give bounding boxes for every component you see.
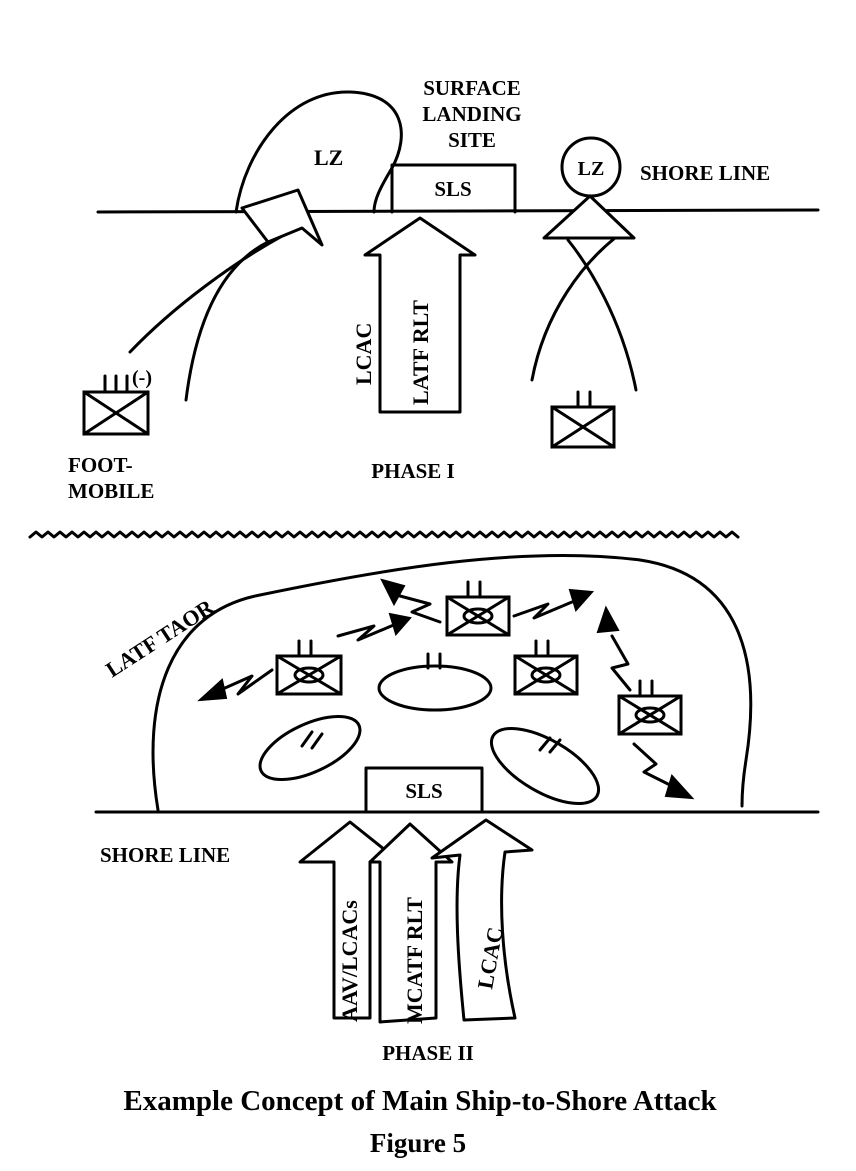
sls-box-phase-1 [390, 163, 517, 214]
crossing-arrows-to-lz [530, 194, 638, 392]
lz-large-area [234, 90, 403, 214]
zigzag-arrow-top-right [512, 588, 595, 620]
figure-number: Figure 5 [370, 1128, 466, 1158]
phase-2-label: PHASE II [382, 1041, 474, 1065]
right-unit-symbol-phase-1 [550, 390, 616, 449]
shore-line-label-phase-2: SHORE LINE [100, 843, 230, 867]
latf-taor-boundary [151, 553, 753, 812]
latf-taor-label: LATF TAOR [101, 593, 219, 682]
surface-landing-site-line2: LANDING [422, 102, 521, 126]
phase-divider-wavy-line [28, 530, 740, 539]
unit-symbol-center-right [513, 639, 579, 696]
reduced-marker: (-) [132, 367, 152, 389]
mcatf-rlt-arrow: MCATF RLT [368, 822, 454, 1024]
lz-small-label: LZ [578, 158, 605, 180]
foot-mobile-arrow [128, 188, 324, 402]
aav-lcacs-label: AAV/LCACs [337, 900, 362, 1022]
lcac-label-phase-1: LCAC [351, 323, 376, 385]
phase-2-panel: LATF TAOR SHORE LINE SLS [94, 553, 820, 1065]
objective-ellipse-left [258, 714, 362, 782]
unit-symbol-top [445, 580, 511, 637]
phase-1-label: PHASE I [371, 459, 454, 483]
foot-mobile-label-line1: FOOT- [68, 453, 133, 477]
lz-large-label: LZ [314, 145, 343, 170]
sls-label-phase-2: SLS [405, 779, 442, 803]
surface-landing-site-line1: SURFACE [423, 76, 521, 100]
unit-symbol-left [275, 639, 343, 696]
foot-mobile-unit-symbol: (-) [82, 367, 152, 436]
figure-caption-title: Example Concept of Main Ship-to-Shore At… [123, 1085, 717, 1117]
zigzag-arrow-top-center [380, 578, 442, 624]
shore-line-label-phase-1: SHORE LINE [640, 161, 770, 185]
foot-mobile-label-line2: MOBILE [68, 479, 154, 503]
objective-ellipse-center [377, 652, 493, 712]
phase-1-panel: LZ SURFACE LANDING SITE SLS LZ SHORE LIN… [68, 76, 820, 503]
unit-symbol-right [617, 679, 683, 736]
zigzag-arrow-right-down [632, 742, 695, 800]
latf-rlt-label-phase-1: LATF RLT [408, 300, 433, 405]
objective-ellipse-right [489, 726, 601, 806]
surface-landing-site-line3: SITE [448, 128, 496, 152]
phase-1-shore-line [96, 208, 820, 214]
aav-lcacs-arrow: AAV/LCACs [298, 820, 402, 1022]
sls-label-phase-1: SLS [434, 177, 471, 201]
lcac-arrow-phase-2: LCAC [430, 818, 534, 1022]
zigzag-arrow-top-left [336, 612, 412, 642]
sls-box-phase-2 [364, 766, 484, 814]
zigzag-arrow-left [197, 668, 274, 702]
mcatf-rlt-label: MCATF RLT [402, 897, 427, 1024]
zigzag-arrow-right-up [596, 605, 632, 692]
lcac-latf-arrow-phase-1: LCAC LATF RLT [351, 216, 477, 414]
